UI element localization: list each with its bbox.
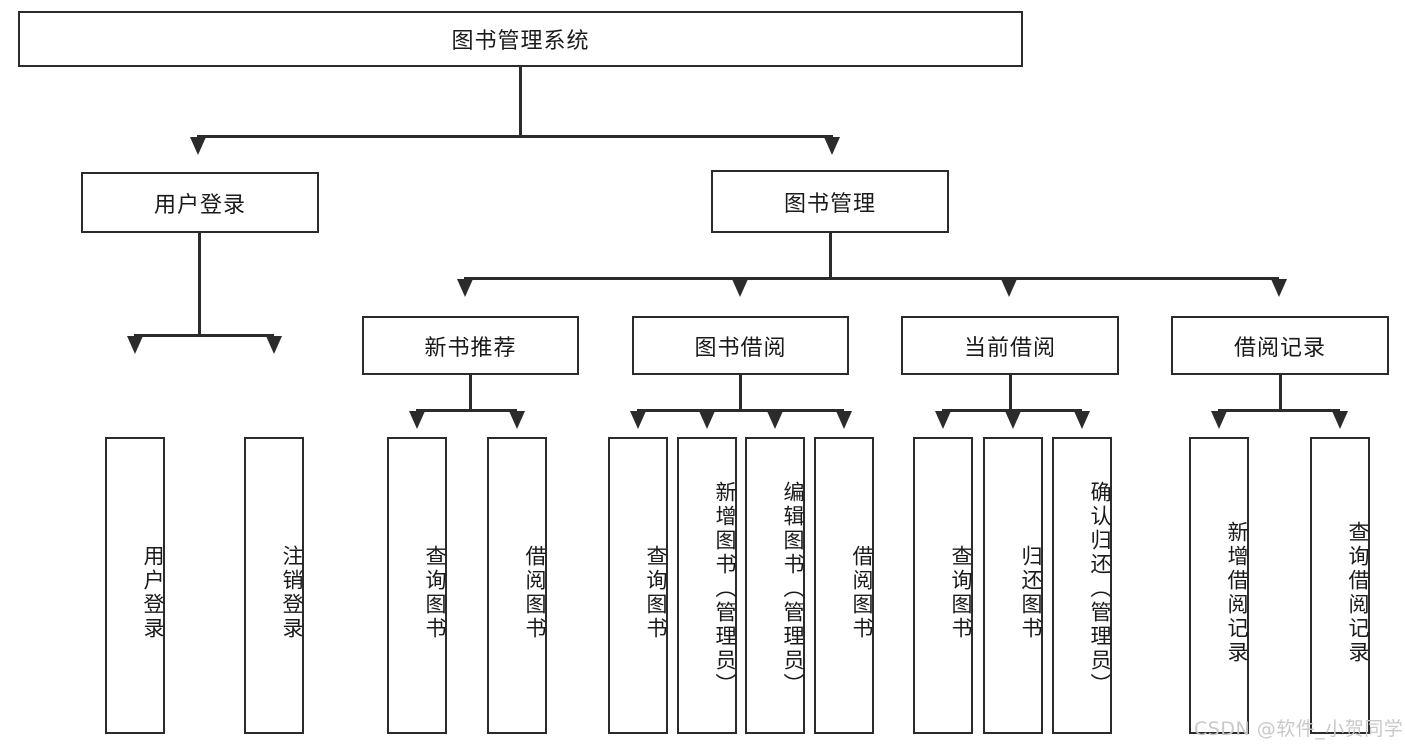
edge-level2-stub-3 — [1279, 375, 1282, 410]
arrowhead-level1-2 — [457, 279, 473, 297]
node-leaf-11-label: 新增借阅记录 — [1225, 520, 1249, 665]
arrowhead-root-0 — [190, 137, 206, 155]
node-leaf-0[interactable]: 用户登录 — [105, 437, 165, 734]
node-leaf-2[interactable]: 查询图书 — [387, 437, 447, 734]
node-leaf-12[interactable]: 查询借阅记录 — [1310, 437, 1370, 734]
arrowhead-level1-0-shaft — [134, 336, 137, 340]
arrowhead-level1-3-shaft — [739, 279, 742, 283]
node-leaf-4-label: 查询图书 — [644, 544, 668, 641]
arrowhead-level2-10 — [1332, 411, 1348, 429]
node-level1-0[interactable]: 用户登录 — [81, 172, 319, 233]
edge-level2-bus-0 — [416, 409, 517, 412]
node-leaf-7[interactable]: 借阅图书 — [814, 437, 874, 734]
node-leaf-4[interactable]: 查询图书 — [608, 437, 668, 734]
arrowhead-root-0-shaft — [197, 137, 200, 141]
arrowhead-level2-9 — [1211, 411, 1227, 429]
node-level2-3[interactable]: 借阅记录 — [1171, 316, 1389, 375]
arrowhead-level1-4 — [1001, 279, 1017, 297]
node-leaf-8[interactable]: 查询图书 — [913, 437, 973, 734]
edge-level2-bus-2 — [942, 409, 1082, 412]
arrowhead-level2-4-shaft — [774, 411, 777, 415]
arrowhead-level2-1-shaft — [516, 411, 519, 415]
node-leaf-5-label: 新增图书（管理员） — [713, 480, 737, 697]
edge-level2-stub-1 — [739, 375, 742, 410]
edge-level2-stub-0 — [469, 375, 472, 410]
arrowhead-level1-4-shaft — [1008, 279, 1011, 283]
node-leaf-3[interactable]: 借阅图书 — [487, 437, 547, 734]
node-level2-2-label: 当前借阅 — [963, 335, 1056, 361]
edge-root-stub — [519, 67, 522, 137]
arrowhead-level2-0 — [409, 411, 425, 429]
node-leaf-3-label: 借阅图书 — [523, 544, 547, 641]
arrowhead-level2-1 — [509, 411, 525, 429]
node-level1-1-label: 图书管理 — [783, 191, 876, 217]
arrowhead-level2-7 — [1005, 411, 1021, 429]
arrowhead-level1-0 — [127, 336, 143, 354]
arrowhead-level2-2 — [630, 411, 646, 429]
arrowhead-root-1 — [824, 137, 840, 155]
arrowhead-level1-3 — [732, 279, 748, 297]
arrowhead-level1-5 — [1271, 279, 1287, 297]
node-leaf-10[interactable]: 确认归还（管理员） — [1052, 437, 1112, 734]
node-leaf-1-label: 注销登录 — [280, 544, 304, 641]
node-level2-0-label: 新书推荐 — [424, 335, 517, 361]
edge-level2-bus-1 — [637, 409, 844, 412]
arrowhead-level2-10-shaft — [1339, 411, 1342, 415]
arrowhead-level2-7-shaft — [1012, 411, 1015, 415]
node-leaf-12-label: 查询借阅记录 — [1346, 520, 1370, 665]
node-level2-3-label: 借阅记录 — [1233, 335, 1326, 361]
arrowhead-root-1-shaft — [831, 137, 834, 141]
node-leaf-2-label: 查询图书 — [423, 544, 447, 641]
node-leaf-1[interactable]: 注销登录 — [244, 437, 304, 734]
arrowhead-level1-1-shaft — [273, 336, 276, 340]
arrowhead-level2-8 — [1074, 411, 1090, 429]
node-leaf-9[interactable]: 归还图书 — [983, 437, 1043, 734]
node-root-label: 图书管理系统 — [451, 29, 590, 54]
arrowhead-level1-1 — [266, 336, 282, 354]
arrowhead-level2-6 — [935, 411, 951, 429]
watermark: CSDN @软件_小贺同学 — [1194, 718, 1404, 740]
edge-level1-bus-0 — [134, 334, 274, 337]
node-leaf-6[interactable]: 编辑图书（管理员） — [745, 437, 805, 734]
arrowhead-level2-0-shaft — [416, 411, 419, 415]
node-leaf-7-label: 借阅图书 — [850, 544, 874, 641]
arrowhead-level2-2-shaft — [637, 411, 640, 415]
arrowhead-level2-8-shaft — [1081, 411, 1084, 415]
node-leaf-5[interactable]: 新增图书（管理员） — [677, 437, 737, 734]
edge-level1-bus-1 — [464, 277, 1279, 280]
node-leaf-11[interactable]: 新增借阅记录 — [1189, 437, 1249, 734]
edge-root-bus — [197, 135, 833, 138]
arrowhead-level2-9-shaft — [1218, 411, 1221, 415]
edge-level2-bus-3 — [1218, 409, 1340, 412]
node-root[interactable]: 图书管理系统 — [18, 11, 1023, 67]
edge-level1-stub-0 — [198, 233, 201, 334]
node-leaf-8-label: 查询图书 — [949, 544, 973, 641]
node-leaf-6-label: 编辑图书（管理员） — [781, 480, 805, 697]
node-level2-1[interactable]: 图书借阅 — [632, 316, 849, 375]
edge-level2-stub-2 — [1009, 375, 1012, 410]
arrowhead-level2-3 — [699, 411, 715, 429]
arrowhead-level2-4 — [767, 411, 783, 429]
arrowhead-level2-3-shaft — [706, 411, 709, 415]
node-leaf-10-label: 确认归还（管理员） — [1088, 480, 1112, 697]
node-level2-2[interactable]: 当前借阅 — [901, 316, 1119, 375]
arrowhead-level1-5-shaft — [1278, 279, 1281, 283]
arrowhead-level1-2-shaft — [464, 279, 467, 283]
node-level2-0[interactable]: 新书推荐 — [362, 316, 579, 375]
arrowhead-level2-6-shaft — [942, 411, 945, 415]
node-level1-1[interactable]: 图书管理 — [711, 170, 949, 233]
edge-level1-stub-1 — [829, 233, 832, 279]
node-level1-0-label: 用户登录 — [153, 192, 246, 218]
arrowhead-level2-5-shaft — [843, 411, 846, 415]
arrowhead-level2-5 — [836, 411, 852, 429]
node-leaf-0-label: 用户登录 — [141, 544, 165, 641]
node-leaf-9-label: 归还图书 — [1019, 544, 1043, 641]
node-level2-1-label: 图书借阅 — [694, 335, 787, 361]
